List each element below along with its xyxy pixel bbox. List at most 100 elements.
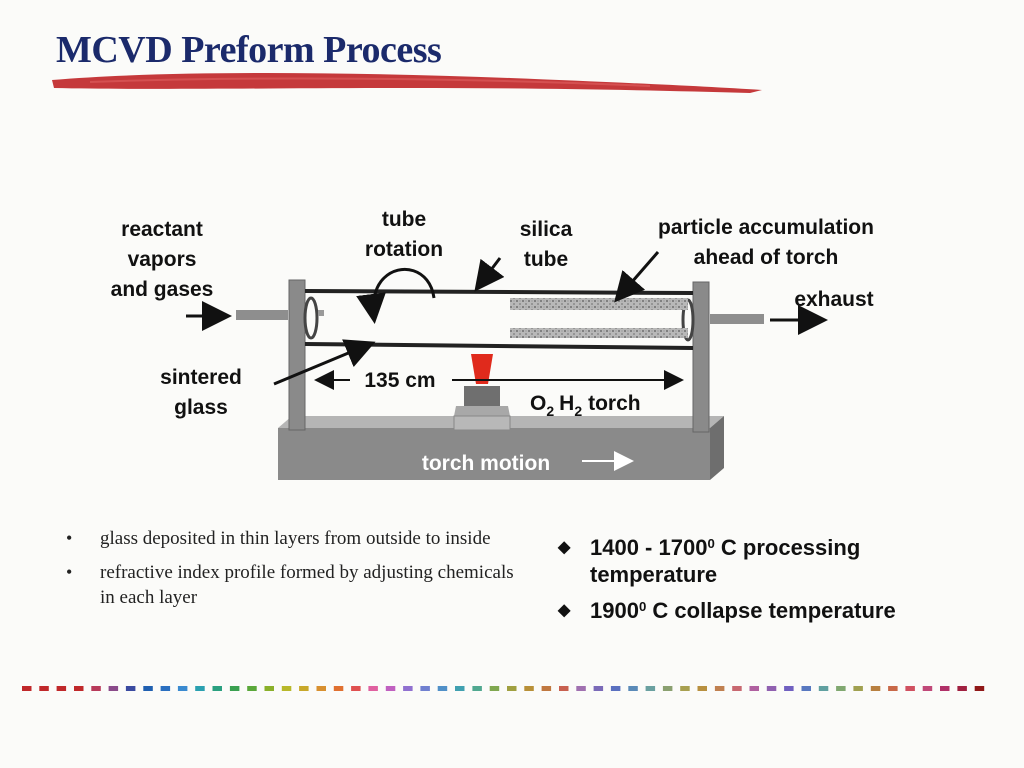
decorative-dash bbox=[766, 686, 777, 691]
left-upright bbox=[288, 279, 306, 431]
temp-pre: 1400 - 1700 bbox=[590, 535, 708, 560]
decorative-dash bbox=[489, 686, 500, 691]
torch-h: H bbox=[559, 392, 574, 415]
temp-pre: 1900 bbox=[590, 598, 639, 623]
decorative-dash bbox=[957, 686, 967, 691]
label-particle-2: ahead of torch bbox=[694, 246, 839, 269]
decorative-dash bbox=[749, 686, 759, 691]
decorative-dash bbox=[784, 686, 794, 691]
particle-pointer bbox=[614, 251, 660, 303]
decorative-dash bbox=[697, 686, 707, 691]
decorative-dash bbox=[472, 686, 482, 691]
decorative-dash bbox=[870, 686, 881, 691]
label-reactant-1: reactant bbox=[121, 218, 203, 241]
sintered-pointer bbox=[273, 339, 376, 386]
soot-upper bbox=[510, 298, 688, 310]
decorative-dash bbox=[420, 686, 430, 691]
temp-sup: 0 bbox=[707, 535, 715, 551]
decorative-dash bbox=[732, 686, 742, 691]
decorative-dash bbox=[662, 686, 673, 691]
temp-sup: 0 bbox=[638, 598, 647, 614]
rotation-arrow bbox=[356, 267, 436, 324]
bullet-list: • glass deposited in thin layers from ou… bbox=[66, 526, 516, 619]
bullet-dot-icon: • bbox=[66, 562, 73, 582]
decorative-dash bbox=[593, 686, 604, 691]
decorative-dash bbox=[680, 686, 690, 691]
label-length: 135 cm bbox=[364, 369, 435, 392]
decorative-dash bbox=[39, 686, 49, 691]
decorative-dash bbox=[524, 686, 534, 691]
decorative-dash bbox=[559, 686, 569, 691]
torch-h-sub: 2 bbox=[574, 403, 582, 419]
decorative-dash-row bbox=[22, 686, 985, 691]
diamond-icon: ◆ bbox=[558, 602, 571, 619]
decorative-dash bbox=[905, 686, 915, 691]
temp-post: C collapse temperature bbox=[646, 598, 896, 623]
decorative-dash bbox=[56, 686, 67, 691]
torch-o: O bbox=[530, 392, 546, 415]
decorative-dash bbox=[91, 686, 101, 691]
decorative-dash bbox=[368, 686, 378, 691]
decorative-dash bbox=[177, 686, 188, 691]
outlet-pipe bbox=[710, 314, 764, 324]
decorative-dash bbox=[316, 686, 326, 691]
decorative-dash bbox=[455, 686, 465, 691]
decorative-dash bbox=[281, 686, 292, 691]
decorative-dash bbox=[801, 686, 811, 691]
decorative-dash bbox=[403, 686, 413, 691]
temperature-item: ◆ 1400 - 17000 C processing temperature bbox=[556, 534, 976, 588]
temperature-list: ◆ 1400 - 17000 C processing temperature … bbox=[556, 534, 976, 633]
diamond-icon: ◆ bbox=[558, 539, 571, 556]
right-upright bbox=[692, 281, 710, 433]
bullet-text: glass deposited in thin layers from outs… bbox=[100, 528, 491, 549]
decorative-dash bbox=[437, 686, 448, 691]
decorative-dash bbox=[125, 686, 136, 691]
label-sintered-2: glass bbox=[174, 396, 228, 419]
decorative-dash bbox=[576, 686, 586, 691]
decorative-dash bbox=[507, 686, 517, 691]
label-reactant-2: vapors bbox=[128, 248, 197, 271]
bullet-item: • glass deposited in thin layers from ou… bbox=[66, 526, 516, 551]
decorative-dash bbox=[853, 686, 863, 691]
label-silica-2: tube bbox=[524, 248, 568, 271]
decorative-dash bbox=[195, 686, 205, 691]
decorative-dash bbox=[836, 686, 846, 691]
decorative-dash bbox=[22, 686, 32, 691]
torch-assembly bbox=[453, 354, 511, 431]
soot-lower bbox=[510, 328, 688, 338]
label-silica-1: silica bbox=[520, 218, 573, 241]
inlet-pipe bbox=[236, 310, 288, 320]
temperature-item: ◆ 19000 C collapse temperature bbox=[556, 597, 976, 624]
title-underline-swoosh bbox=[52, 73, 762, 93]
decorative-dash bbox=[385, 686, 396, 691]
bullet-item: • refractive index profile formed by adj… bbox=[66, 560, 516, 610]
decorative-dash bbox=[888, 686, 898, 691]
decorative-dash bbox=[143, 686, 153, 691]
decorative-dash bbox=[974, 686, 985, 691]
decorative-dash bbox=[229, 686, 240, 691]
decorative-dash bbox=[264, 686, 274, 691]
decorative-dash bbox=[247, 686, 257, 691]
bullet-text: refractive index profile formed by adjus… bbox=[100, 562, 514, 608]
torch-flame bbox=[471, 354, 493, 384]
label-reactant-3: and gases bbox=[111, 278, 214, 301]
decorative-dash bbox=[628, 686, 638, 691]
decorative-dash bbox=[333, 686, 344, 691]
torch-o-sub: 2 bbox=[546, 403, 554, 419]
decorative-dash bbox=[108, 686, 119, 691]
label-torch-motion: torch motion bbox=[422, 452, 550, 475]
decorative-dash bbox=[610, 686, 621, 691]
decorative-dash bbox=[714, 686, 725, 691]
silica-pointer bbox=[474, 257, 505, 292]
slide-title: MCVD Preform Process bbox=[56, 29, 442, 71]
torch-word: torch bbox=[588, 392, 641, 415]
bullet-dot-icon: • bbox=[66, 528, 73, 548]
decorative-dash bbox=[645, 686, 656, 691]
label-exhaust: exhaust bbox=[794, 288, 873, 311]
decorative-dash bbox=[922, 686, 933, 691]
decorative-dash bbox=[74, 686, 84, 691]
temp-post: C processing temperature bbox=[590, 535, 861, 587]
decorative-dash bbox=[541, 686, 552, 691]
